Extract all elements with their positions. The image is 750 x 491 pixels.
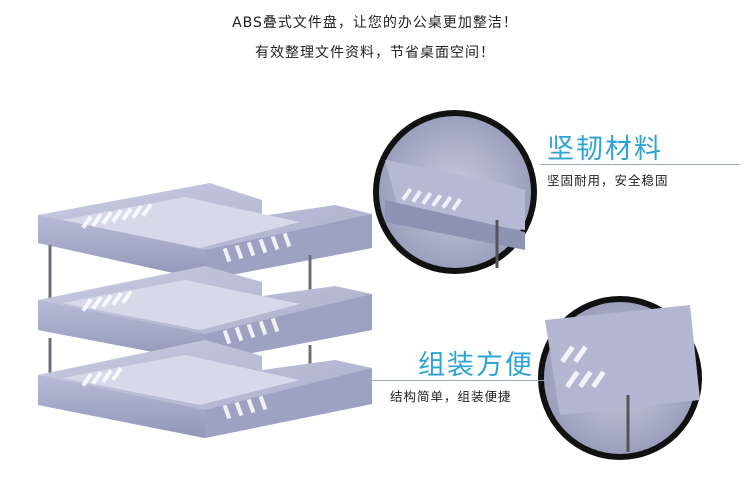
intro-line-2: 有效整理文件资料，节省桌面空间！ — [255, 45, 495, 61]
zoom-detail-material — [373, 110, 537, 274]
feature-title-material: 坚韧材料 — [547, 134, 663, 165]
intro-line-1: ABS叠式文件盘，让您的办公桌更加整洁！ — [232, 15, 518, 31]
tray-middle — [38, 266, 372, 362]
feature-desc-material: 坚固耐用，安全稳固 — [547, 173, 669, 188]
feature-divider-assembly — [372, 380, 547, 381]
tray-top — [38, 183, 372, 280]
feature-divider-material — [540, 164, 740, 165]
tray-bottom — [38, 340, 372, 438]
zoom-detail-assembly — [538, 296, 702, 460]
feature-desc-assembly: 结构简单，组装便捷 — [390, 389, 512, 404]
feature-title-assembly: 组装方便 — [418, 350, 534, 381]
